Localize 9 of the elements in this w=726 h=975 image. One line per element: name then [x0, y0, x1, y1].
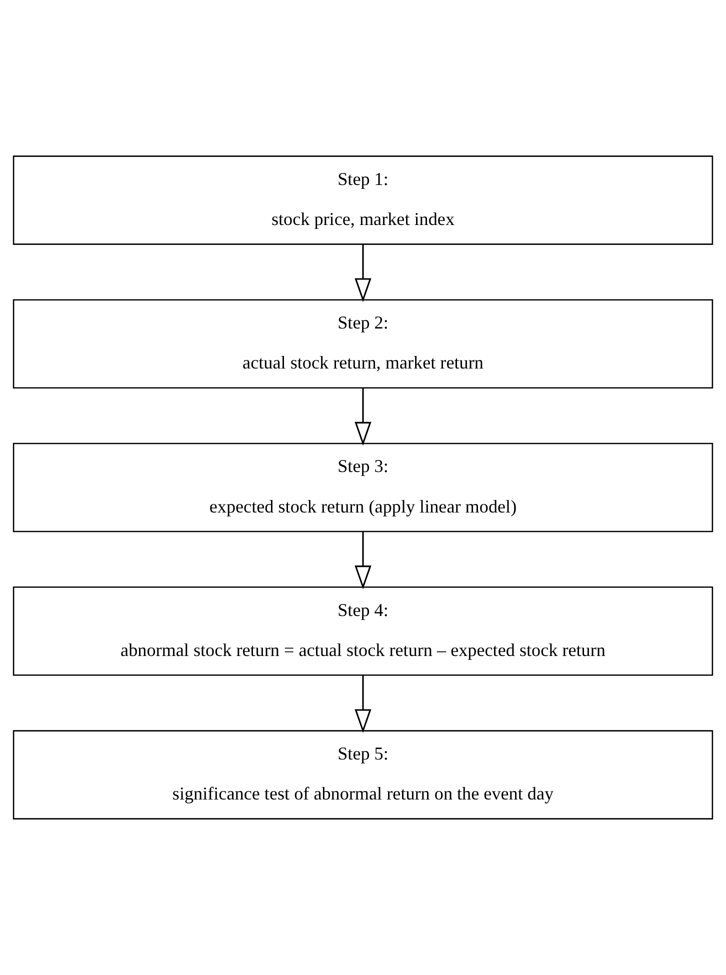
- node-box: Step 3: expected stock return (apply linear model): [12, 442, 714, 532]
- arrow: [354, 244, 372, 302]
- node-box: Step 1: stock price, market index: [12, 156, 714, 245]
- arrow: [354, 388, 372, 446]
- node-box: Step 2: actual stock return, market return: [12, 299, 714, 388]
- node-box: Step 4: abnormal stock return = actual stock return – expected stock return: [12, 586, 714, 676]
- arrow: [354, 676, 372, 734]
- arrow: [354, 532, 372, 590]
- node-box: Step 5: significance test of abnormal return on the event day: [12, 730, 714, 820]
